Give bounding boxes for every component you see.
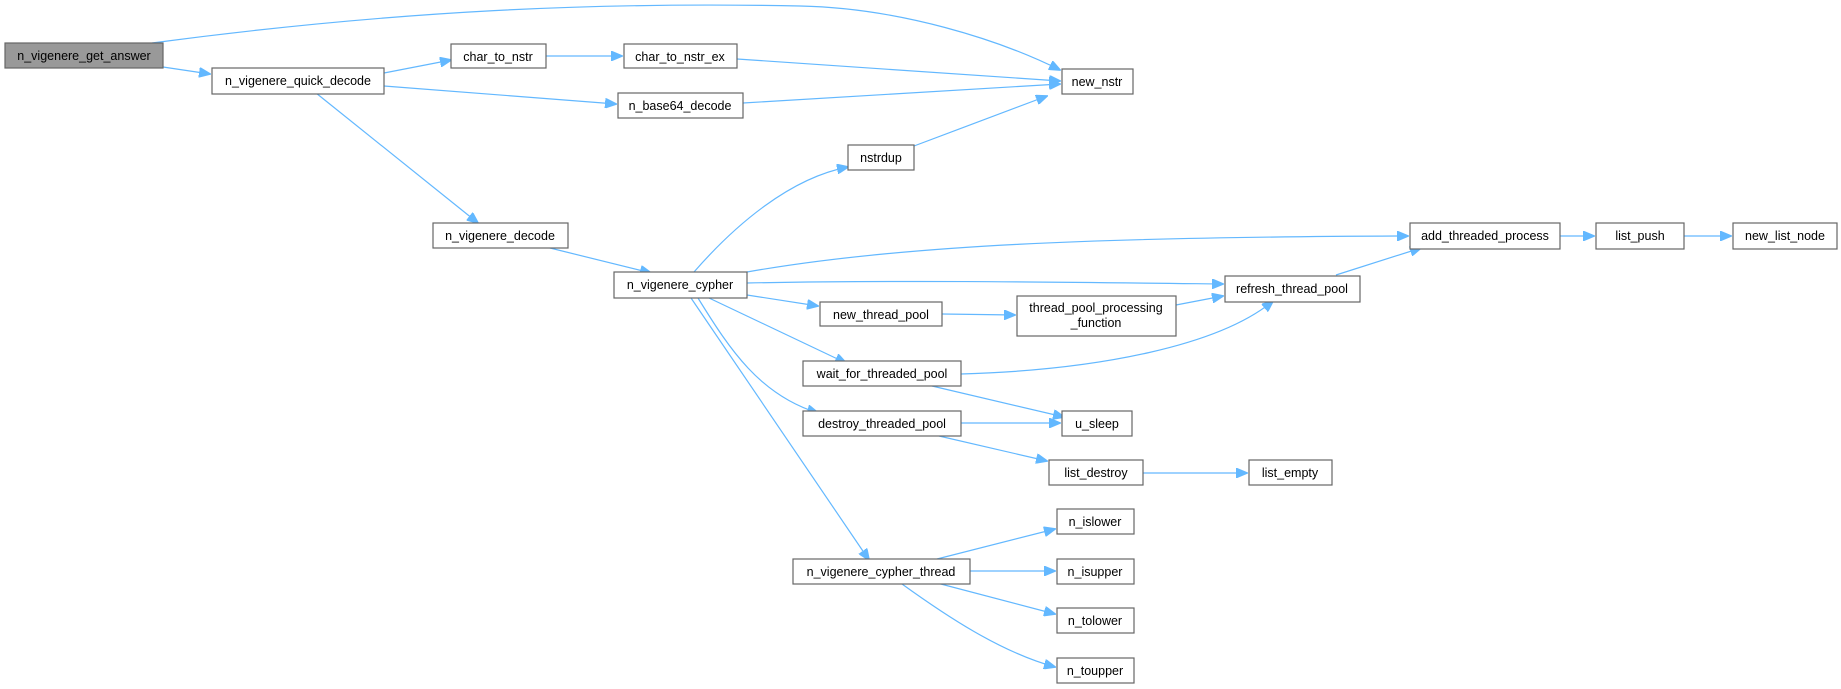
node-list-push[interactable]: list_push [1595, 222, 1685, 250]
edge-cypher-to-vigenere-cypher-thread [690, 297, 869, 560]
edge-quick-decode-to-base64-decode [383, 85, 616, 104]
node-u-sleep[interactable]: u_sleep [1061, 410, 1133, 437]
edge-new-thread-pool-to-processing-function [941, 314, 1015, 315]
node-label: list_destroy [1064, 466, 1128, 480]
edge-char-to-nstr-ex-to-new-nstr [736, 58, 1060, 81]
edge-refresh-to-add-threaded-process [1335, 248, 1421, 276]
node-n-toupper[interactable]: n_toupper [1056, 657, 1135, 684]
nodes: n_vigenere_get_answer n_vigenere_quick_d… [4, 42, 1838, 684]
node-label: n_isupper [1068, 565, 1123, 579]
node-thread-pool-processing-function[interactable]: thread_pool_processing _function [1016, 295, 1177, 337]
edge-cypher-to-wait-for-threaded-pool [708, 297, 846, 363]
node-label: new_nstr [1072, 75, 1123, 89]
node-label: new_list_node [1745, 229, 1825, 243]
node-list-destroy[interactable]: list_destroy [1048, 459, 1144, 486]
node-label: destroy_threaded_pool [818, 417, 946, 431]
edge-vigenere-decode-to-cypher [545, 246, 651, 273]
edge-quick-decode-to-vigenere-decode [315, 92, 478, 223]
node-n-vigenere-get-answer[interactable]: n_vigenere_get_answer [4, 42, 164, 69]
edge-cypher-to-add-threaded-process [746, 236, 1408, 273]
edge-get-answer-to-quick-decode [162, 66, 210, 74]
node-char-to-nstr-ex[interactable]: char_to_nstr_ex [623, 43, 738, 69]
node-list-empty[interactable]: list_empty [1248, 459, 1333, 486]
node-n-vigenere-cypher-thread[interactable]: n_vigenere_cypher_thread [792, 558, 971, 585]
node-n-vigenere-decode[interactable]: n_vigenere_decode [432, 222, 569, 249]
node-new-nstr[interactable]: new_nstr [1061, 68, 1134, 95]
node-add-threaded-process[interactable]: add_threaded_process [1409, 222, 1561, 250]
edge-base64-decode-to-new-nstr [742, 84, 1060, 104]
edge-cypher-to-destroy-threaded-pool [697, 297, 818, 413]
node-label: wait_for_threaded_pool [816, 367, 948, 381]
node-label: n_islower [1069, 515, 1122, 529]
edge-cypher-thread-to-islower [936, 529, 1055, 560]
edge-get-answer-to-new-nstr [151, 4, 1060, 70]
edge-processing-function-to-refresh-thread-pool [1175, 296, 1223, 306]
node-label-line-2: _function [1070, 316, 1122, 330]
node-label: char_to_nstr_ex [635, 50, 725, 64]
node-wait-for-threaded-pool[interactable]: wait_for_threaded_pool [802, 360, 962, 387]
node-label: new_thread_pool [833, 308, 929, 322]
node-n-vigenere-cypher[interactable]: n_vigenere_cypher [613, 271, 748, 299]
edge-cypher-to-nstrdup [693, 167, 848, 273]
edge-quick-decode-to-char-to-nstr [383, 60, 451, 74]
node-refresh-thread-pool[interactable]: refresh_thread_pool [1224, 275, 1361, 303]
node-label: n_tolower [1068, 614, 1122, 628]
edge-cypher-thread-to-toupper [901, 583, 1055, 667]
node-label: refresh_thread_pool [1236, 282, 1348, 296]
edge-wait-to-refresh-thread-pool [960, 301, 1273, 375]
node-label: n_vigenere_cypher [627, 278, 733, 292]
node-n-islower[interactable]: n_islower [1056, 508, 1135, 535]
node-label: n_vigenere_decode [445, 229, 555, 243]
node-label: n_vigenere_get_answer [17, 49, 150, 63]
node-label: nstrdup [860, 151, 902, 165]
edge-cypher-to-refresh-thread-pool [746, 281, 1223, 284]
node-label: n_toupper [1067, 664, 1123, 678]
node-n-tolower[interactable]: n_tolower [1056, 607, 1135, 634]
node-label: n_vigenere_quick_decode [225, 74, 371, 88]
edges [151, 4, 1731, 667]
node-n-isupper[interactable]: n_isupper [1056, 558, 1135, 585]
node-nstrdup[interactable]: nstrdup [847, 144, 915, 171]
node-label: n_base64_decode [629, 99, 732, 113]
node-label: add_threaded_process [1421, 229, 1549, 243]
node-destroy-threaded-pool[interactable]: destroy_threaded_pool [802, 410, 962, 437]
edge-cypher-to-new-thread-pool [746, 294, 818, 306]
node-n-vigenere-quick-decode[interactable]: n_vigenere_quick_decode [211, 67, 385, 95]
edge-nstrdup-to-new-nstr [913, 96, 1047, 147]
node-label: u_sleep [1075, 417, 1119, 431]
node-n-base64-decode[interactable]: n_base64_decode [617, 92, 744, 119]
node-label-line-1: thread_pool_processing [1029, 301, 1162, 315]
node-new-list-node[interactable]: new_list_node [1732, 222, 1838, 250]
node-label: n_vigenere_cypher_thread [807, 565, 956, 579]
node-label: char_to_nstr [463, 50, 532, 64]
edge-wait-to-u-sleep [931, 385, 1064, 417]
node-label: list_push [1615, 229, 1664, 243]
edge-cypher-thread-to-tolower [936, 582, 1055, 614]
edge-destroy-to-list-destroy [938, 435, 1047, 461]
node-char-to-nstr[interactable]: char_to_nstr [450, 43, 547, 69]
node-label: list_empty [1262, 466, 1319, 480]
node-new-thread-pool[interactable]: new_thread_pool [819, 301, 943, 327]
